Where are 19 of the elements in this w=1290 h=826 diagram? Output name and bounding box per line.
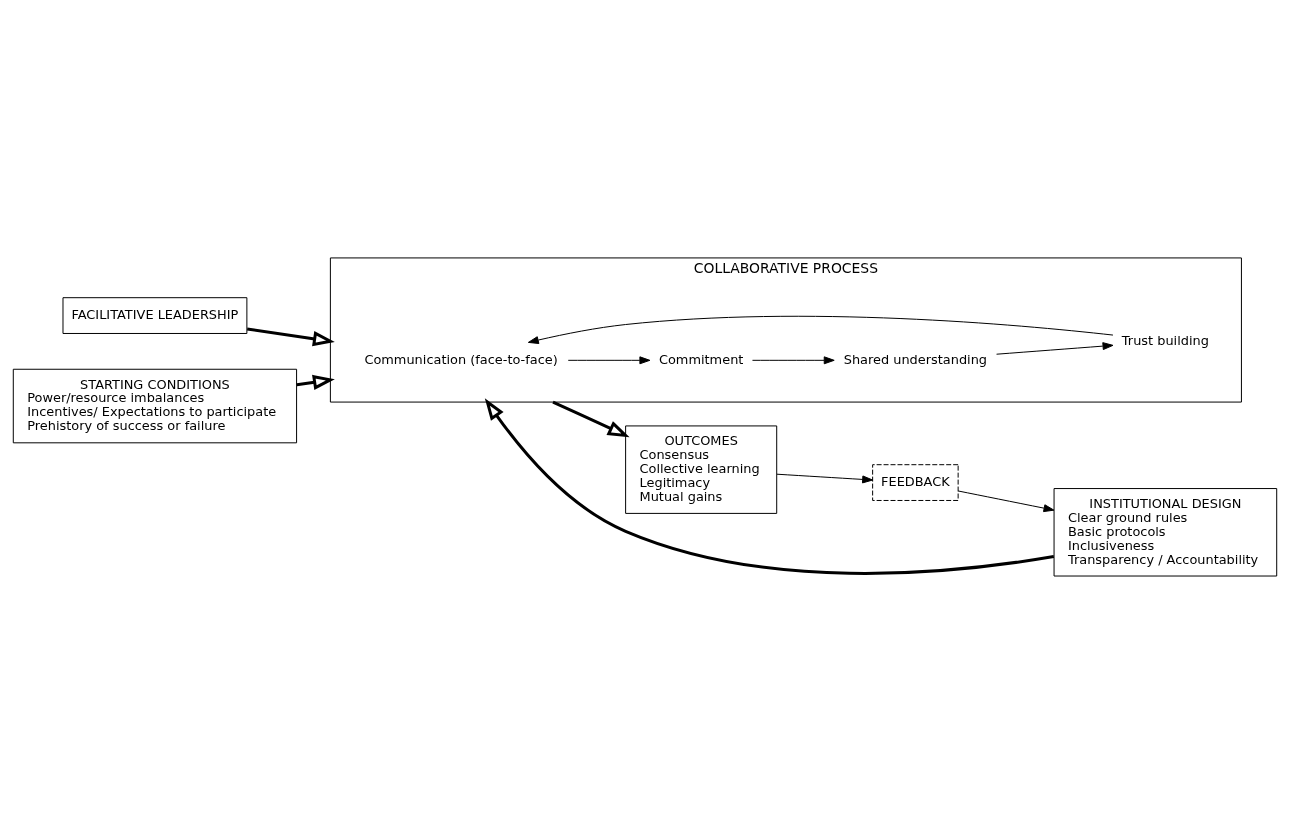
arrow: [484, 398, 1055, 575]
node-text: Commitment: [658, 351, 744, 367]
arrow: [996, 342, 1114, 355]
arrow: [552, 400, 630, 438]
node-text: Communication (face-to-face): [364, 351, 558, 367]
node-text: Shared understanding: [843, 351, 988, 367]
arrow: [776, 473, 874, 484]
arrow: [296, 374, 335, 390]
node-box: FACILITATIVE LEADERSHIP: [62, 297, 248, 334]
node-text: Trust building: [1121, 332, 1209, 348]
arrow: [527, 315, 1114, 344]
arrow: [246, 327, 335, 347]
arrow: [751, 356, 835, 365]
node-box: STARTING CONDITIONS Power/resource imbalances Incentives/ Expectations to participate Prehistory of success or failure: [12, 368, 298, 444]
node-box: INSTITUTIONAL DESIGN Clear ground rules Basic protocols Inclusiveness Transparency / Accountability: [1053, 488, 1278, 577]
arrow: [567, 356, 651, 365]
node-box: OUTCOMES Consensus Collective learning Legitimacy Mutual gains: [625, 425, 778, 514]
node-box: FEEDBACK: [872, 464, 959, 501]
arrow: [957, 490, 1055, 513]
